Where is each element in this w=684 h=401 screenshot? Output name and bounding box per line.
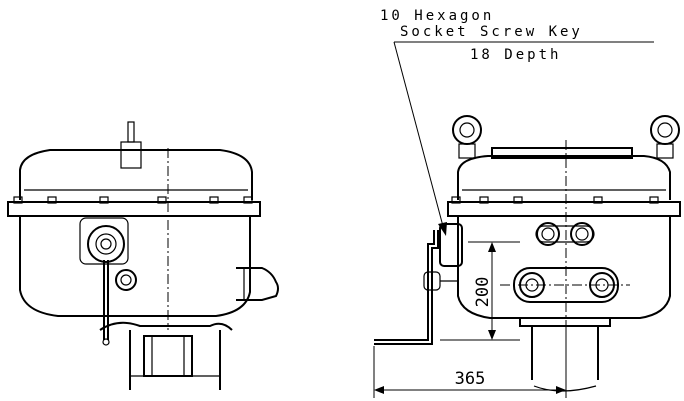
right-eye-bolt-left: [452, 115, 482, 159]
right-front-view: [374, 115, 681, 392]
left-dial-plate: [79, 217, 129, 265]
callout-line2: Socket Screw Key: [400, 24, 583, 40]
left-dome-cover: [19, 149, 253, 200]
left-flange: [7, 201, 261, 217]
right-dome-cover: [457, 155, 671, 200]
left-side-port: [236, 267, 279, 301]
right-key-holder: [439, 223, 463, 267]
left-bottom-mount: [99, 321, 233, 331]
left-side-view: [7, 121, 279, 390]
right-flange-bolts: [451, 196, 659, 204]
vertical-dimension-value: 200: [473, 277, 493, 308]
vertical-dimension: 200: [440, 241, 520, 341]
left-dial-outer: [87, 225, 125, 263]
horizontal-dimension: 365: [373, 330, 567, 398]
right-top-plate: [491, 147, 633, 159]
right-eye-bolt-right: [650, 115, 680, 159]
horizontal-dimension-value: 365: [455, 369, 486, 389]
left-top-pin: [127, 121, 135, 143]
right-flange: [447, 201, 681, 217]
left-bottom-block: [143, 335, 193, 377]
left-body: [19, 216, 251, 317]
left-top-boss: [120, 141, 142, 169]
right-hex-key: [374, 230, 439, 345]
callout-line3: 18 Depth: [470, 47, 561, 63]
callout-line1: 10 Hexagon: [380, 8, 494, 24]
right-bottom-pipe: [519, 318, 611, 380]
left-plug-outer: [115, 269, 137, 291]
left-flange-bolts: [13, 196, 253, 204]
right-body: [457, 216, 671, 319]
key-callout: 10 Hexagon Socket Screw Key 18 Depth: [380, 8, 654, 236]
right-upper-ports: [535, 222, 595, 246]
